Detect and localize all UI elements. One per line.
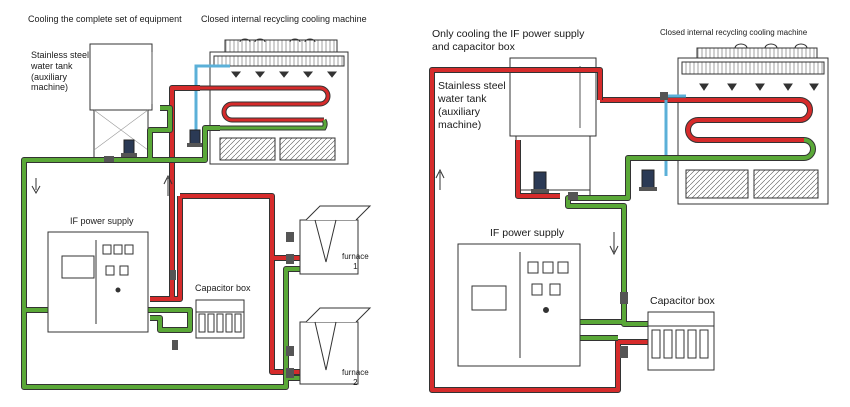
furnace-2-label: furnace 2	[342, 368, 369, 387]
right-water-tank-label: Stainless steel water tank (auxiliary ma…	[438, 80, 506, 132]
right-panel	[429, 43, 829, 393]
right-down-arrow	[609, 232, 619, 256]
left-cooling-machine	[209, 38, 349, 165]
right-pump-tank	[531, 171, 549, 193]
right-valves	[568, 92, 668, 358]
left-furnace-2	[299, 307, 372, 385]
right-cooling-coil	[600, 97, 816, 161]
left-spray-pipe	[194, 64, 230, 140]
left-pump-tank	[121, 139, 137, 157]
right-green-pipes	[565, 155, 680, 341]
right-water-tank	[509, 57, 597, 198]
left-red-pipes	[150, 85, 300, 375]
left-capacitor-box-label: Capacitor box	[195, 283, 251, 293]
left-spray-nozzles	[230, 71, 338, 78]
right-spray-nozzles	[699, 83, 819, 91]
right-capacitor-box-label: Capacitor box	[650, 295, 715, 307]
left-valves	[104, 156, 294, 378]
left-furnace-1	[299, 205, 372, 275]
right-cooling-machine-label: Closed internal recycling cooling machin…	[660, 28, 808, 37]
right-red-pipes	[429, 67, 648, 393]
left-cooling-machine-label: Closed internal recycling cooling machin…	[201, 14, 367, 24]
right-pump-machine	[639, 169, 657, 191]
left-if-power-supply	[47, 231, 149, 333]
furnace-1-label: furnace 1	[342, 252, 369, 271]
right-capacitor-box	[647, 311, 715, 371]
left-water-tank	[89, 43, 153, 160]
left-if-power-supply-label: IF power supply	[70, 216, 134, 226]
left-down-arrow	[31, 178, 41, 195]
right-cooling-machine	[677, 43, 829, 205]
left-title: Cooling the complete set of equipment	[28, 14, 182, 24]
left-green-pipes	[21, 105, 300, 390]
left-up-arrow	[163, 174, 173, 196]
right-if-power-supply	[457, 243, 581, 367]
right-if-power-supply-label: IF power supply	[490, 227, 565, 239]
left-panel	[21, 38, 372, 390]
right-title: Only cooling the IF power supply and cap…	[432, 28, 585, 54]
right-up-arrow	[435, 168, 445, 190]
left-water-tank-label: Stainless steel water tank (auxiliary ma…	[31, 50, 90, 93]
left-cooling-coil	[200, 85, 331, 131]
left-capacitor-box	[195, 299, 245, 339]
left-pump-machine	[187, 129, 203, 147]
